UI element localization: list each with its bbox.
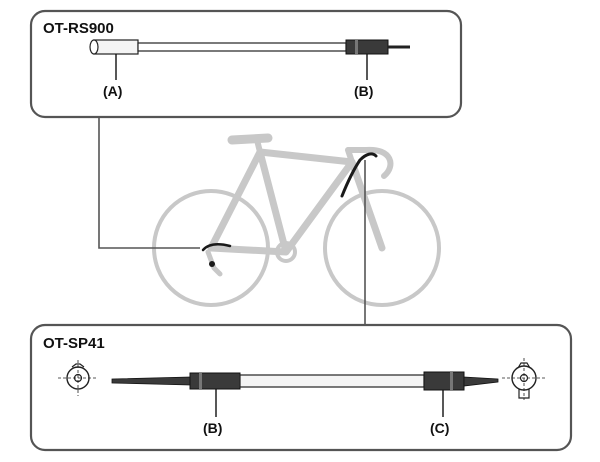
sleeve-body: [345, 39, 389, 55]
cable-cutter-icon: [58, 360, 98, 396]
chainring: [275, 241, 297, 263]
sleeve-b-bottom: [189, 372, 241, 390]
casing-body: [93, 39, 139, 55]
bike-handlebar: [363, 146, 394, 179]
top-panel-frame: [29, 9, 463, 119]
bike-saddle: [227, 133, 273, 145]
label-c: (C): [430, 420, 449, 436]
connector-top-panel: [98, 118, 200, 249]
cable-cutter-icon-right: [502, 358, 546, 400]
bicycle-icon: [152, 133, 441, 307]
bike-cable-routing: [201, 152, 378, 267]
top-panel-title: OT-RS900: [43, 20, 114, 37]
rear-cable-end: [201, 243, 232, 252]
bottom-panel-title: OT-SP41: [43, 335, 105, 352]
sleeve-band: [355, 40, 358, 54]
bike-stem: [345, 147, 371, 165]
label-b-top: (B): [354, 83, 373, 99]
front-wheel: [323, 189, 441, 307]
casing-end: [89, 39, 99, 55]
inner-wire: [137, 42, 347, 52]
label-b-bottom: (B): [203, 420, 222, 436]
rear-derailleur: [205, 249, 223, 277]
front-cable-run: [340, 152, 378, 198]
derailleur-pulley: [209, 261, 215, 267]
end-cap-c: [423, 371, 499, 391]
label-a: (A): [103, 83, 122, 99]
top-panel: OT-RS900 (A) (B): [29, 9, 463, 119]
seat-post: [254, 137, 263, 155]
outer-casing-bottom: [239, 374, 425, 388]
bottom-panel: OT-SP41: [29, 323, 573, 452]
